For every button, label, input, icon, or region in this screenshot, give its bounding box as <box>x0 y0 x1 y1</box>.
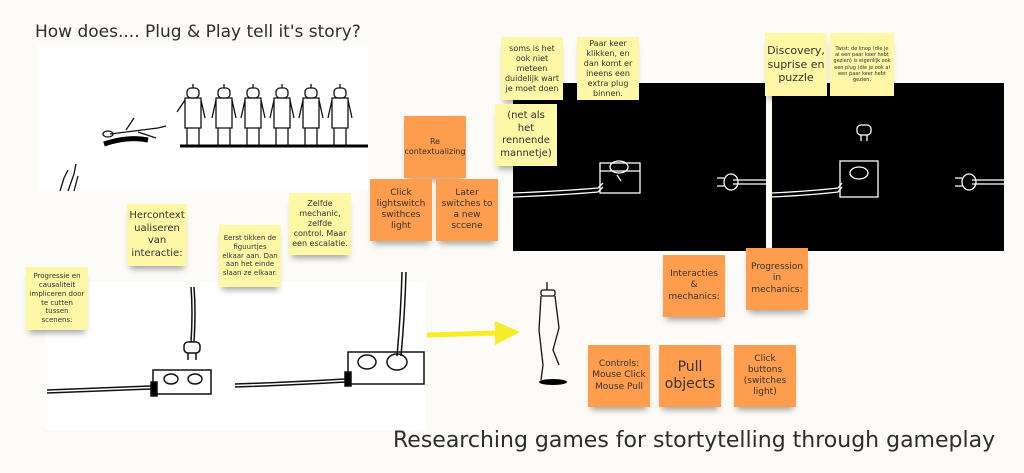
sticky-discovery[interactable]: Discovery, suprise en puzzle <box>765 33 827 96</box>
sticky-interacties[interactable]: Interacties & mechanics: <box>663 255 725 317</box>
walking-figure-drawing <box>538 282 567 385</box>
sticky-recontext[interactable]: Re contextualizing <box>404 116 466 178</box>
sticky-zelfde[interactable]: Zelfde mechanic, zelfde control. Maar ee… <box>289 193 351 255</box>
sticky-later-switches[interactable]: Later switches to a new sccene <box>436 179 498 241</box>
sticky-soms[interactable]: soms is het ook niet meteen duidelijk wa… <box>501 37 563 100</box>
sticky-click-lightswitch[interactable]: Click lightswitch swithces light <box>370 179 432 241</box>
game-scene-plug <box>512 160 766 198</box>
sticky-paar-keer[interactable]: Paar keer klikken, en dan komt er ineens… <box>577 37 639 100</box>
sticky-controls[interactable]: Controls: Mouse Click Mouse Pull <box>588 345 650 407</box>
game-scene-socket <box>771 124 1004 198</box>
arrow-icon <box>426 321 520 345</box>
figures-drawing <box>59 84 368 192</box>
power-strip-screenshot <box>45 271 425 430</box>
sticky-click-buttons[interactable]: Click buttons (switches light) <box>734 345 796 407</box>
game-screenshot-2 <box>771 83 1004 251</box>
sticky-pull-objects[interactable]: Pull objects <box>659 345 721 407</box>
footer-title: Researching games for stortytelling thro… <box>393 428 996 453</box>
sticky-twist[interactable]: Twist: de knop (die je al een paar keer … <box>830 33 894 96</box>
sticky-progressie[interactable]: Progressie en causaliteit impliceren doo… <box>26 267 88 330</box>
standing-figures <box>176 84 353 146</box>
sticky-progression[interactable]: Progression in mechanics: <box>746 248 808 310</box>
sticky-hercontext[interactable]: Hercontext ualiseren van interactie: <box>127 204 187 266</box>
power-strip-drawing <box>46 271 425 397</box>
board-heading: How does.... Plug & Play tell it's story… <box>35 22 361 42</box>
figures-screenshot <box>38 46 368 192</box>
sticky-eerst-tikken[interactable]: Eerst tikken de figuurtjes elkaar aan. D… <box>219 225 281 287</box>
sticky-net-als[interactable]: (net als het rennende mannetje) <box>495 104 557 166</box>
